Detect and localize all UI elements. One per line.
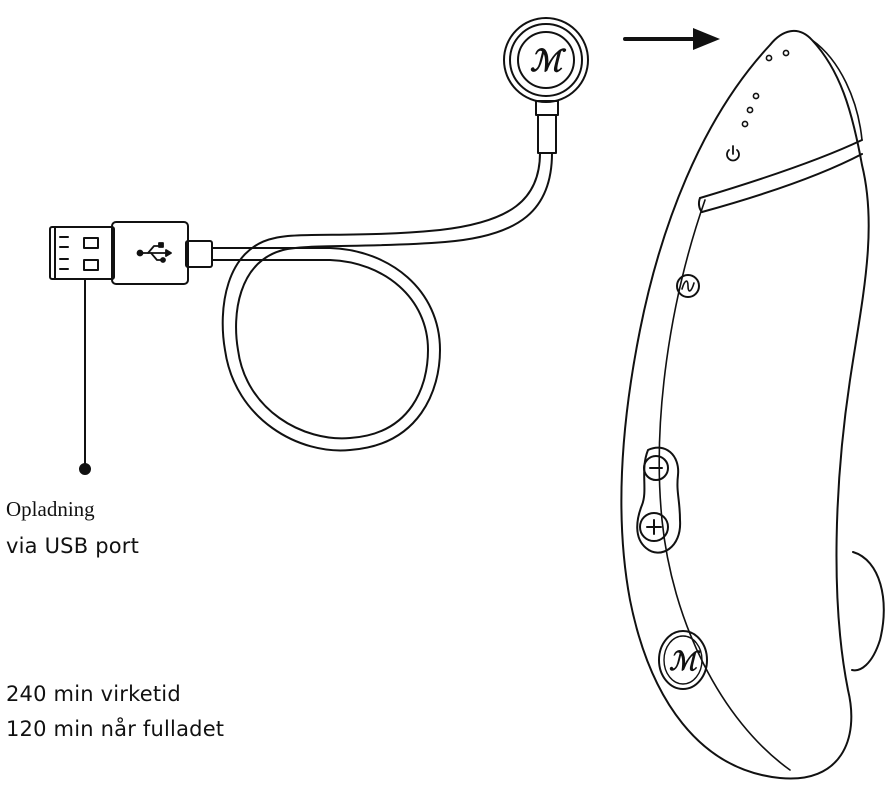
device-body <box>620 30 885 780</box>
charging-label-line1: Opladning <box>6 497 95 521</box>
brand-logo-icon: ℳ <box>530 44 567 79</box>
callout-line <box>79 278 91 475</box>
runtime-label-line1: 240 min virketid <box>6 682 181 706</box>
intensity-buttons <box>636 446 682 554</box>
charging-label-line2: via USB port <box>6 534 140 558</box>
arrow-icon <box>623 28 720 50</box>
plus-icon <box>639 512 669 542</box>
usb-symbol-icon <box>136 242 172 263</box>
usb-plug <box>49 221 213 285</box>
power-button-icon <box>726 145 740 162</box>
usb-cable <box>211 152 553 452</box>
magnetic-charger-head: ℳ <box>503 17 589 154</box>
minus-icon <box>643 455 669 481</box>
mode-button-icon <box>676 274 700 298</box>
svg-text:ℳ: ℳ <box>669 647 701 677</box>
led-indicator-icon <box>741 49 790 128</box>
device-logo-icon: ℳ <box>658 630 708 690</box>
runtime-label-line2: 120 min når fulladet <box>6 717 225 741</box>
